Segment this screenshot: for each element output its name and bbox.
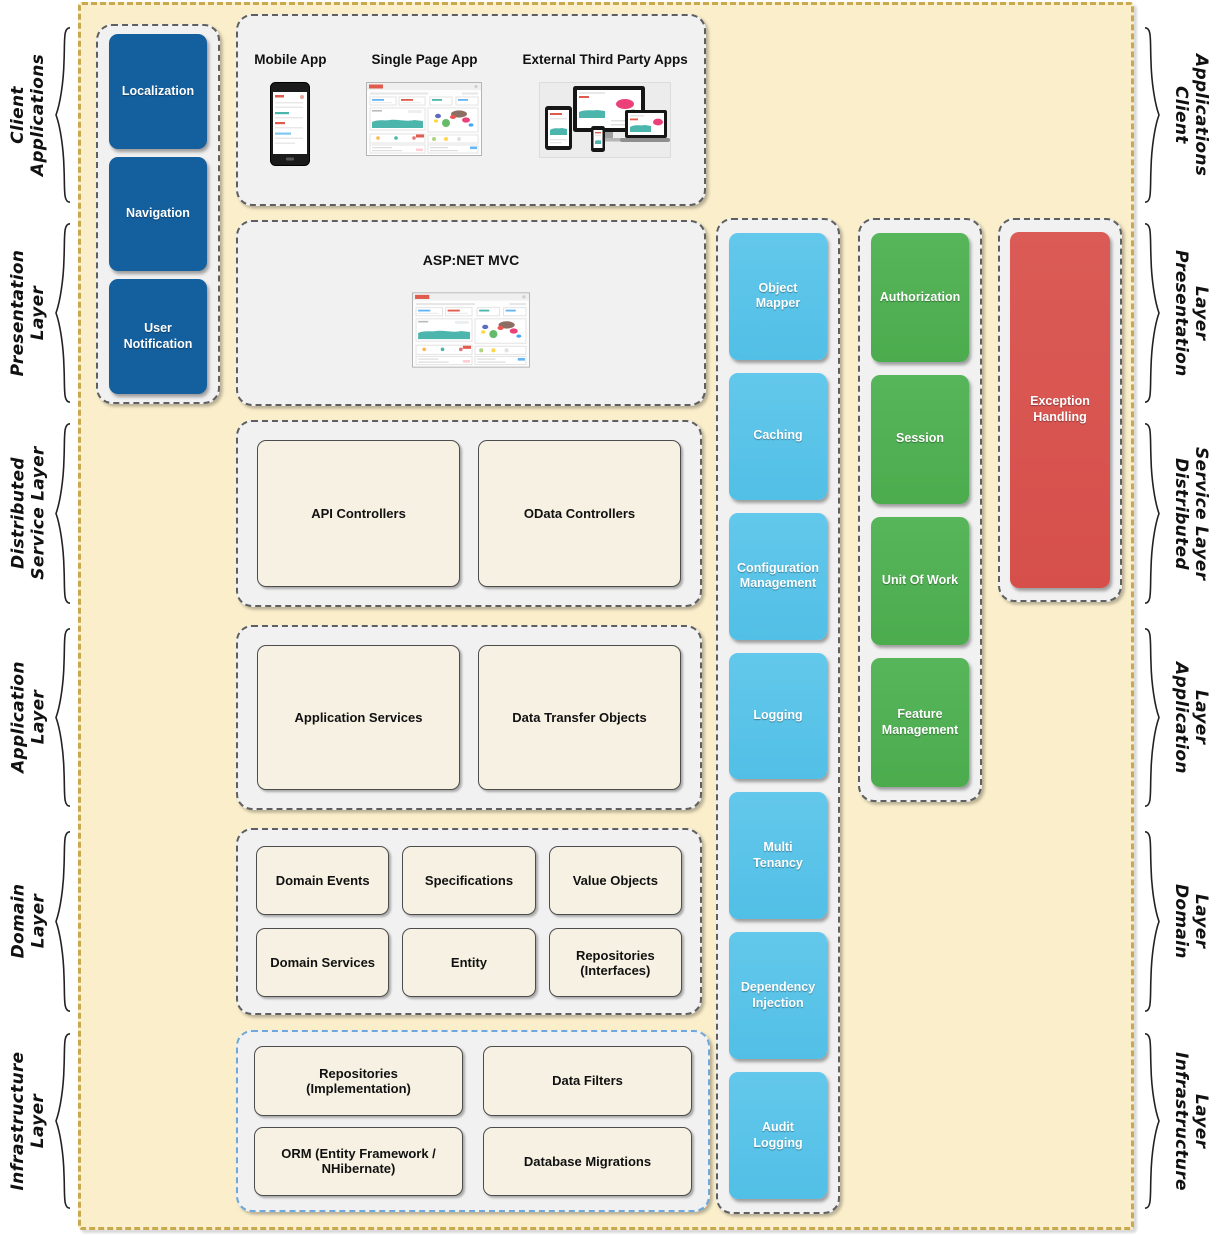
brace-icon (54, 627, 74, 808)
layer-label: Distributed Service Layer (7, 446, 48, 581)
external-apps-item: External Third Party Apps (522, 52, 688, 158)
multi-tenancy-box: Multi Tenancy (729, 792, 827, 920)
mobile-app-label: Mobile App (254, 52, 327, 67)
brace-icon (1141, 26, 1161, 204)
layer-label-right-distributed: Distributed Service Layer (1162, 420, 1220, 607)
specifications-box: Specifications (402, 846, 536, 915)
layer-label: Presentation Layer (1171, 249, 1212, 377)
layer-label: Domain Layer (1171, 884, 1212, 959)
client-apps-panel: Mobile App Single Page App (236, 14, 706, 206)
layer-label: Application Layer (7, 661, 48, 774)
entity-box: Entity (402, 928, 536, 997)
domain-services-box: Domain Services (256, 928, 390, 997)
exception-handling-box: Exception Handling (1010, 232, 1110, 588)
layer-label: Presentation Layer (7, 249, 48, 377)
presentation-side-panel: Localization Navigation User Notificatio… (96, 24, 220, 404)
layer-label-left-domain: Domain Layer (0, 828, 56, 1015)
brace-icon (1141, 830, 1161, 1013)
layer-label-left-application: Application Layer (0, 625, 56, 810)
cross-cutting-column-2: Authorization Session Unit Of Work Featu… (858, 218, 982, 802)
layer-label-left-infrastructure: Infrastructure Layer (0, 1030, 56, 1212)
cross-cutting-column-3: Exception Handling (998, 218, 1122, 602)
layer-label: Client Applications (1171, 53, 1212, 177)
brace-icon (1141, 627, 1161, 808)
configuration-management-box: Configuration Management (729, 512, 827, 640)
application-services-box: Application Services (257, 645, 460, 790)
layer-label-right-presentation: Presentation Layer (1162, 220, 1220, 406)
user-notification-box: User Notification (109, 279, 207, 395)
domain-events-box: Domain Events (256, 846, 390, 915)
localization-box: Localization (109, 34, 207, 149)
database-migrations-box: Database Migrations (483, 1126, 692, 1196)
layer-label-right-client: Client Applications (1162, 24, 1220, 206)
layer-label-left-presentation: Presentation Layer (0, 220, 56, 406)
brace-icon (54, 26, 74, 204)
brace-icon (54, 222, 74, 404)
brace-icon (1141, 1032, 1161, 1210)
authorization-box: Authorization (871, 233, 969, 362)
layer-label: Application Layer (1171, 661, 1212, 774)
brace-icon (54, 1032, 74, 1210)
dependency-injection-box: Dependency Injection (729, 932, 827, 1060)
application-layer-panel: Application Services Data Transfer Objec… (236, 625, 702, 810)
brace-icon (1141, 222, 1161, 404)
aspnet-mvc-panel: ASP:NET MVC (236, 220, 706, 406)
external-apps-label: External Third Party Apps (522, 52, 688, 67)
layer-label: Infrastructure Layer (1171, 1051, 1212, 1191)
brace-icon (54, 422, 74, 605)
mobile-app-image (270, 82, 311, 166)
navigation-box: Navigation (109, 156, 207, 272)
object-mapper-box: Object Mapper (729, 233, 827, 360)
data-filters-box: Data Filters (483, 1046, 692, 1116)
cross-cutting-column-1: Object Mapper Caching Configuration Mana… (716, 218, 840, 1214)
logging-box: Logging (729, 652, 827, 780)
layer-label-left-client: Client Applications (0, 24, 56, 206)
infrastructure-layer-panel: Repositories (Implementation) Data Filte… (236, 1030, 710, 1212)
caching-box: Caching (729, 372, 827, 500)
brace-icon (54, 830, 74, 1013)
orm-box: ORM (Entity Framework / NHibernate) (254, 1126, 463, 1196)
distributed-service-panel: API Controllers OData Controllers (236, 420, 702, 607)
layer-label-right-application: Application Layer (1162, 625, 1220, 810)
layer-label-left-distributed: Distributed Service Layer (0, 420, 56, 607)
unit-of-work-box: Unit Of Work (871, 516, 969, 646)
layer-label: Distributed Service Layer (1171, 446, 1212, 581)
feature-management-box: Feature Management (871, 658, 969, 787)
external-apps-image (539, 82, 672, 158)
brace-icon (1141, 422, 1161, 605)
repositories-interfaces-box: Repositories (Interfaces) (548, 928, 682, 997)
audit-logging-box: Audit Logging (729, 1072, 827, 1200)
session-box: Session (871, 374, 969, 504)
value-objects-box: Value Objects (548, 846, 682, 915)
layer-label-right-infrastructure: Infrastructure Layer (1162, 1030, 1220, 1212)
mobile-app-item: Mobile App (254, 52, 326, 166)
api-controllers-box: API Controllers (257, 440, 460, 587)
single-page-app-label: Single Page App (371, 52, 478, 67)
layer-label: Domain Layer (7, 884, 48, 959)
aspnet-mvc-image (412, 292, 530, 368)
layer-label-right-domain: Domain Layer (1162, 828, 1220, 1015)
data-transfer-objects-box: Data Transfer Objects (478, 645, 681, 790)
aspnet-mvc-title: ASP:NET MVC (422, 252, 520, 268)
layer-label: Client Applications (7, 53, 48, 177)
layer-label: Infrastructure Layer (7, 1051, 48, 1191)
single-page-app-image (366, 82, 483, 156)
domain-layer-panel: Domain Events Specifications Value Objec… (236, 828, 702, 1015)
single-page-app-item: Single Page App (366, 52, 483, 156)
repositories-implementation-box: Repositories (Implementation) (254, 1046, 463, 1116)
odata-controllers-box: OData Controllers (478, 440, 681, 587)
